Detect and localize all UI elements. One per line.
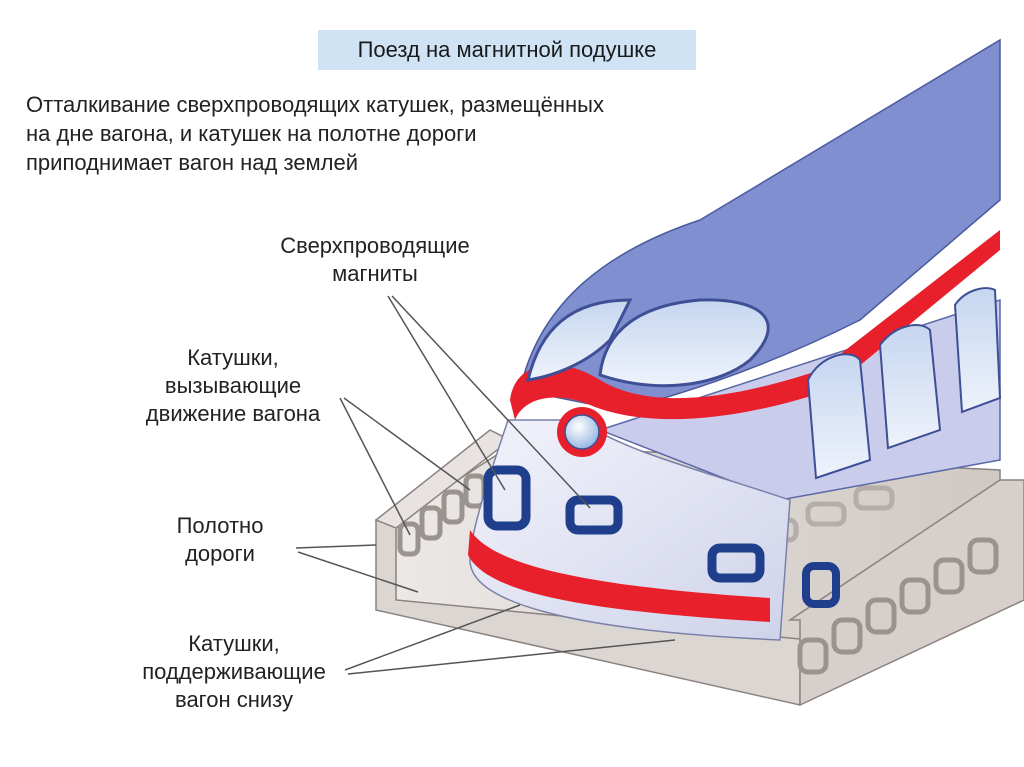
train-magnets	[483, 465, 840, 608]
label-guideway: Полотно дороги	[150, 512, 290, 568]
label-magnets-line-2: магниты	[332, 261, 418, 286]
description-line-2: на дне вагона, и катушек на полотне доро…	[26, 121, 477, 146]
description-line-3: приподнимает вагон над землей	[26, 150, 359, 175]
train-car	[468, 38, 1002, 641]
label-guideway-line-2: дороги	[185, 541, 255, 566]
label-propulsion-line-1: Катушки,	[187, 345, 279, 370]
label-propulsion-line-2: вызывающие	[164, 373, 302, 398]
label-magnets-line-1: Сверхпроводящие	[280, 233, 470, 258]
label-support-line-2: поддерживающие	[142, 659, 326, 684]
label-propulsion-line-3: движение вагона	[145, 401, 321, 426]
leader-lines	[295, 295, 676, 675]
label-guideway-line-1: Полотно	[176, 513, 264, 538]
label-propulsion-coils: Катушки, вызывающие движение вагона	[118, 344, 348, 428]
label-superconducting-magnets: Сверхпроводящие магниты	[260, 232, 490, 288]
guideway-coils-right	[797, 537, 999, 675]
description: Отталкивание сверхпроводящих катушек, ра…	[26, 90, 746, 177]
diagram-title: Поезд на магнитной подушке	[318, 30, 696, 70]
label-support-line-1: Катушки,	[188, 631, 280, 656]
description-line-1: Отталкивание сверхпроводящих катушек, ра…	[26, 92, 604, 117]
label-support-line-3: вагон снизу	[175, 687, 293, 712]
label-support-coils: Катушки, поддерживающие вагон снизу	[118, 630, 350, 714]
